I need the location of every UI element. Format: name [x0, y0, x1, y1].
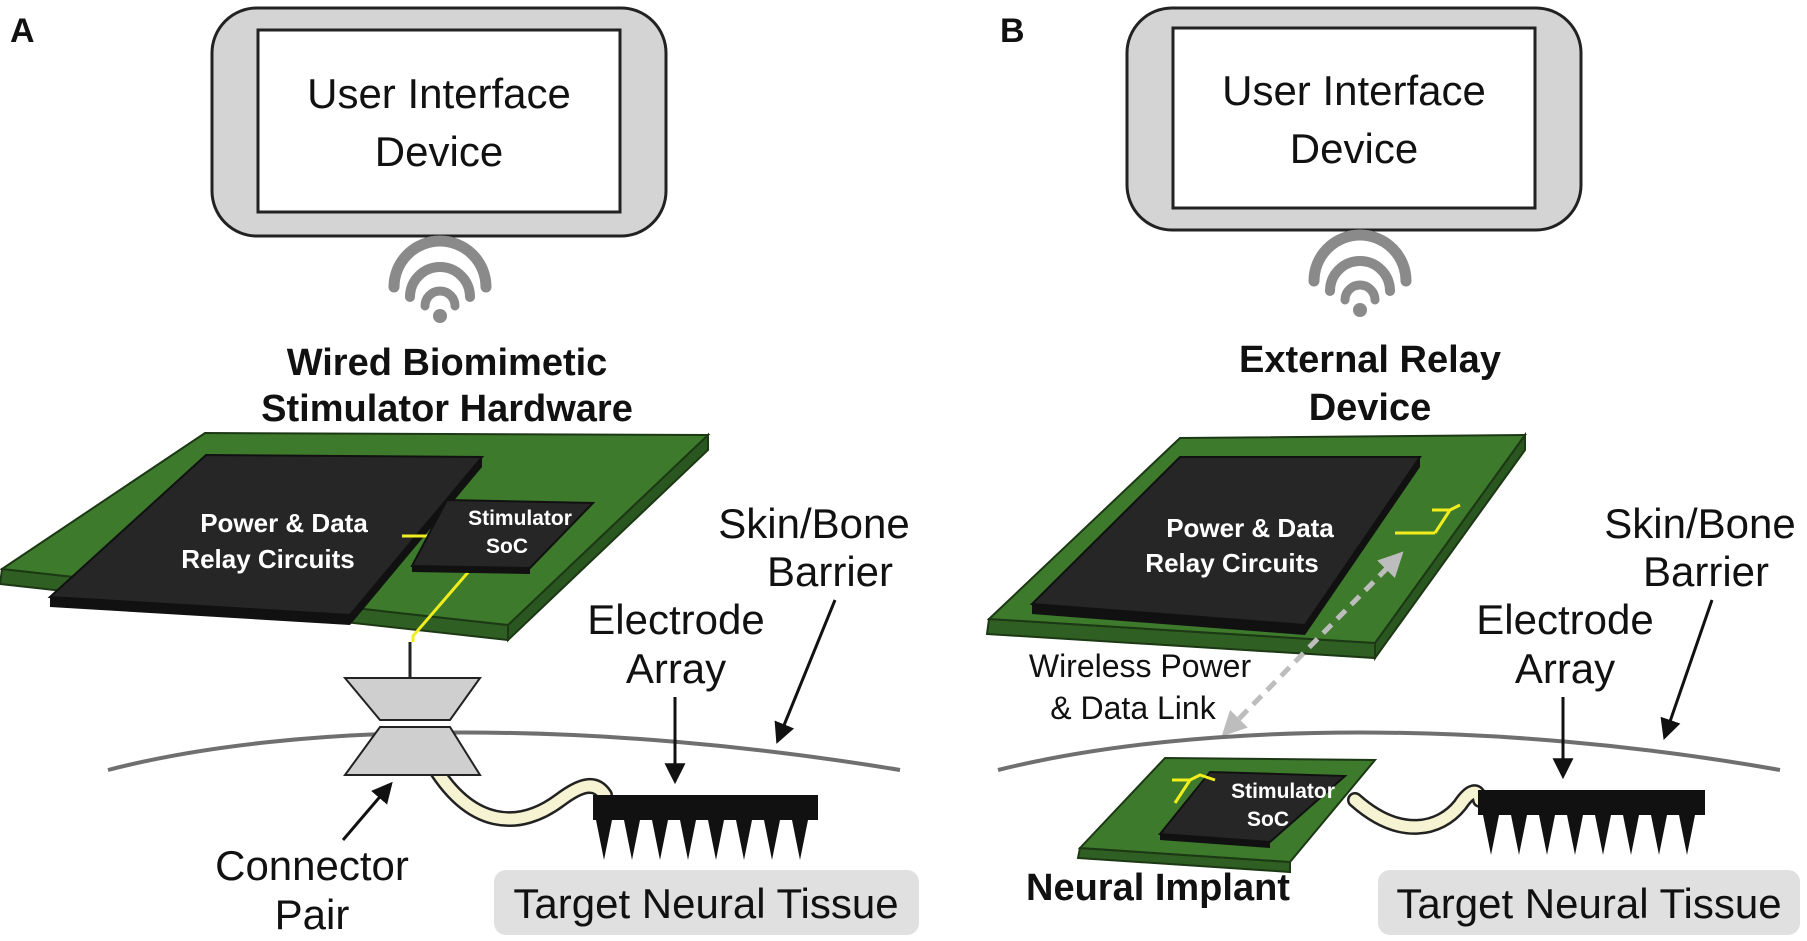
panel-b-implant-antenna: [1172, 773, 1216, 804]
panel-a-letter: A: [10, 12, 35, 50]
panel-b-relay-chip-label-1: Power & Data: [1166, 513, 1334, 543]
panel-a-electrode-label-2: Array: [626, 645, 726, 692]
panel-a-soc-label-1: Stimulator: [468, 507, 572, 530]
panel-a-electrode-label-1: Electrode: [587, 596, 764, 643]
panel-b-skin-label-1: Skin/Bone: [1604, 500, 1795, 547]
panel-b-skin-arrow: [1660, 599, 1714, 740]
panel-b-electrode-label-1: Electrode: [1476, 596, 1653, 643]
panel-a: A User Interface Device Wired Biomimetic…: [0, 6, 919, 938]
panel-b-wireless-link-arrow: [1221, 551, 1404, 737]
panel-b-soc-label-2: SoC: [1247, 808, 1289, 831]
panel-b-electrode-label-2: Array: [1515, 645, 1615, 692]
panel-a-skin-label-1: Skin/Bone: [718, 500, 909, 547]
panel-b-neural-implant: Stimulator SoC: [1076, 756, 1378, 874]
wifi-icon: [1308, 229, 1412, 317]
panel-b-wireless-link-label-1: Wireless Power: [1029, 648, 1252, 684]
panel-a-electrode-array: [593, 795, 818, 860]
panel-b-letter: B: [1000, 12, 1025, 50]
panel-b-relay-title-2: Device: [1309, 387, 1432, 429]
panel-a-skin-arrow: [774, 599, 837, 744]
panel-a-tissue-label: Target Neural Tissue: [513, 880, 898, 927]
panel-b-tissue-label: Target Neural Tissue: [1396, 880, 1781, 927]
panel-a-relay-chip-label-1: Power & Data: [200, 508, 368, 538]
panel-a-hardware-title-1: Wired Biomimetic: [287, 342, 608, 384]
panel-a-connector-label-2: Pair: [275, 891, 350, 938]
panel-b-skin-label-2: Barrier: [1643, 548, 1769, 595]
panel-b-target-tissue: Target Neural Tissue: [1378, 870, 1800, 935]
panel-a-skin-label-2: Barrier: [767, 548, 893, 595]
panel-a-relay-chip-label-2: Relay Circuits: [181, 544, 354, 574]
panel-b-ui-device-label-1: User Interface: [1222, 67, 1486, 114]
panel-b-relay-title-1: External Relay: [1239, 339, 1501, 381]
panel-b-external-antenna: [1395, 503, 1461, 535]
panel-b-skin-barrier-line: [997, 730, 1781, 772]
panel-a-relay-chip: Power & Data Relay Circuits: [47, 453, 485, 625]
panel-a-ui-device-label-2: Device: [375, 128, 503, 175]
panel-a-ui-device: User Interface Device: [210, 6, 668, 238]
wifi-icon: [388, 235, 492, 323]
panel-b-relay-chip-label-2: Relay Circuits: [1145, 548, 1318, 578]
panel-b-electrode-array: [1478, 790, 1705, 855]
panel-a-ui-device-label-1: User Interface: [307, 70, 571, 117]
panel-a-skin-barrier-line: [107, 730, 901, 772]
panel-b-cable: [1349, 786, 1486, 833]
panel-b-implant-title: Neural Implant: [1026, 867, 1290, 909]
panel-a-cable: [424, 754, 611, 825]
panel-b-soc-label-1: Stimulator: [1231, 780, 1335, 803]
panel-b-wireless-link-label-2: & Data Link: [1050, 690, 1216, 726]
panel-a-connector-arrow: [341, 781, 393, 841]
panel-a-target-tissue: Target Neural Tissue: [494, 870, 919, 935]
panel-b-ui-device: User Interface Device: [1125, 6, 1583, 232]
panel-a-soc-label-2: SoC: [486, 535, 528, 558]
panel-a-hardware-title-2: Stimulator Hardware: [261, 388, 633, 430]
panel-b: B User Interface Device External Relay D…: [985, 6, 1800, 935]
panel-a-soc-chip: Stimulator SoC: [410, 498, 596, 574]
panel-a-connector-label-1: Connector: [215, 842, 409, 889]
panel-b-ui-device-label-2: Device: [1290, 125, 1418, 172]
panel-a-connector-pair: [342, 677, 482, 776]
